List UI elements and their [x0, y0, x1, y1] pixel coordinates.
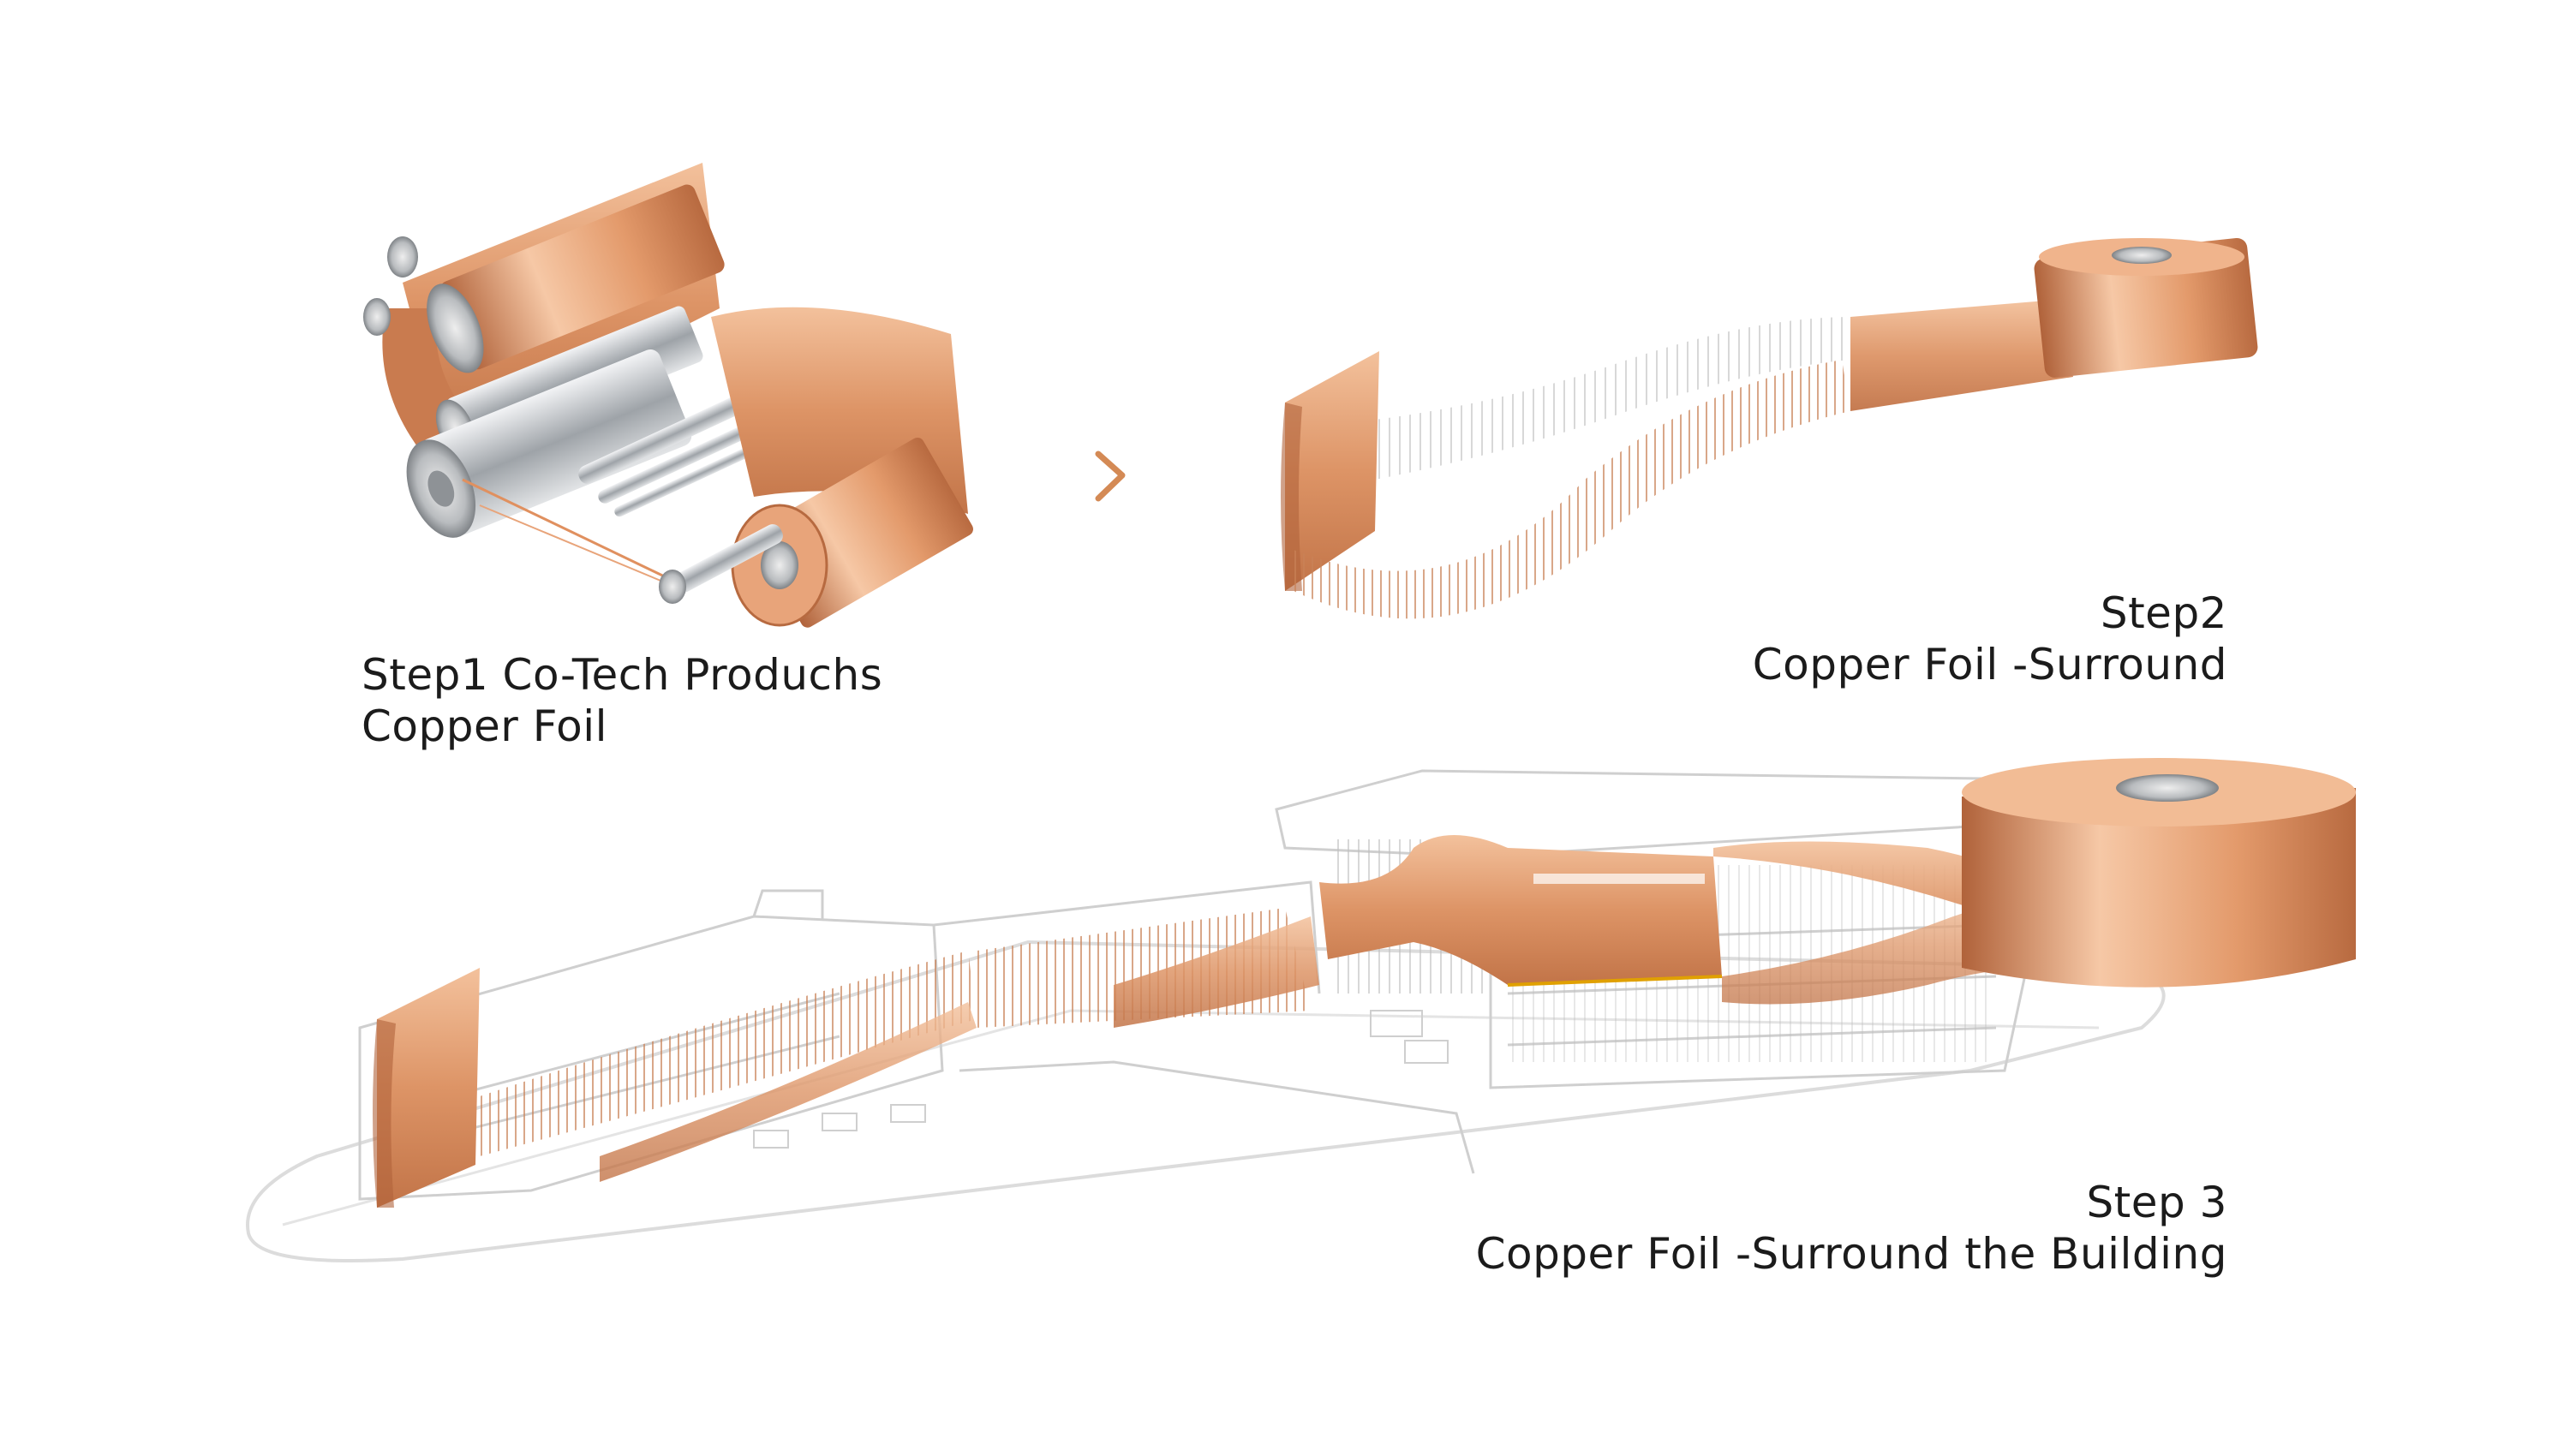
site-details [753, 1010, 1449, 1149]
step3-building-illustration [246, 758, 2356, 1262]
step3-title: Step 3 [2086, 1178, 2227, 1227]
building-foil-slatted-band [480, 951, 977, 1156]
step1-title: Step1 Co-Tech Produchs [362, 650, 883, 700]
step2-caption: Step2 Copper Foil -Surround [1753, 588, 2227, 690]
ribbon-slatted-band [1289, 360, 1850, 619]
step2-foil-ribbon-illustration [1281, 237, 2258, 619]
building-foil-wrap [1319, 835, 1722, 985]
step1-subtitle: Copper Foil [362, 701, 608, 751]
roller-upper [427, 184, 725, 373]
next-step-chevron-icon [1095, 451, 1126, 502]
building-foil-left-panel [377, 968, 480, 1208]
ribbon-band-solid [1850, 300, 2073, 411]
ribbon-left-panel [1285, 351, 1379, 591]
site-outline [246, 940, 2166, 1262]
step1-roller-machine-illustration [363, 163, 973, 628]
step3-subtitle: Copper Foil -Surround the Building [1475, 1229, 2227, 1279]
roller-small-front [462, 478, 783, 604]
step2-copper-roll [2034, 237, 2258, 378]
step2-subtitle: Copper Foil -Surround [1752, 640, 2227, 689]
roller-steel-front [406, 349, 692, 538]
step3-copper-roll [1962, 758, 2356, 988]
step2-title: Step2 [2100, 588, 2227, 638]
step1-caption: Step1 Co-Tech Produchs Copper Foil [362, 649, 882, 752]
step3-caption: Step 3 Copper Foil -Surround the Buildin… [1476, 1177, 2227, 1280]
